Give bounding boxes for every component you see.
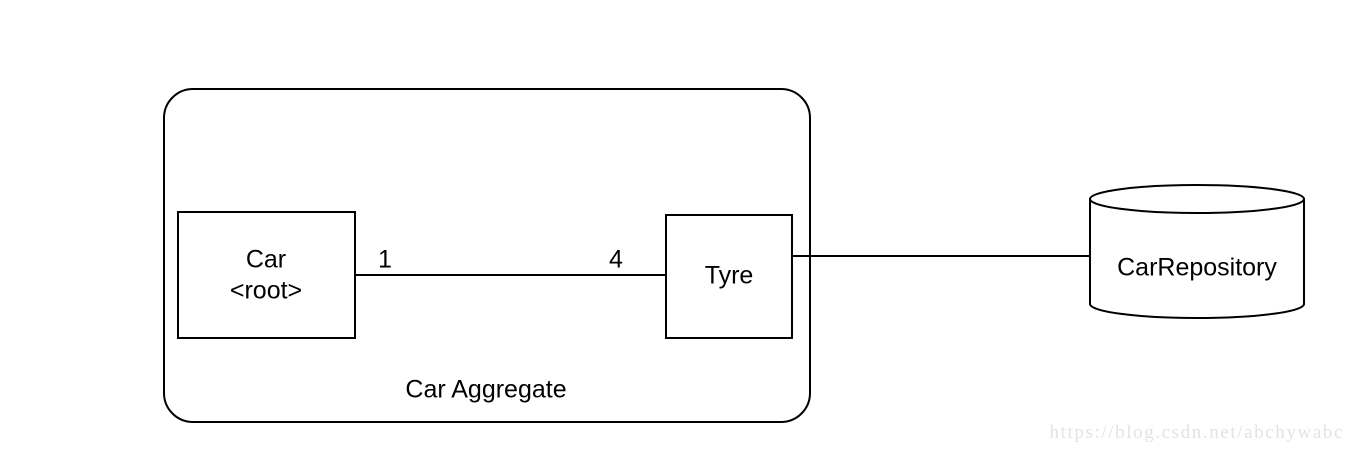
multiplicity-target-label: 4: [609, 246, 623, 274]
car-repository-cylinder[interactable]: [1089, 184, 1305, 319]
watermark: https://blog.csdn.net/abchywabc: [1049, 422, 1344, 443]
cylinder-top-ellipse: [1089, 184, 1305, 214]
car-repository-label: CarRepository: [1117, 254, 1277, 282]
tyre-node-box[interactable]: [665, 214, 793, 339]
car-node-label-line2: <root>: [230, 277, 302, 305]
tyre-node-label: Tyre: [705, 262, 754, 290]
car-node-label-line1: Car: [246, 246, 286, 274]
multiplicity-source-label: 1: [378, 246, 392, 274]
car-node-box[interactable]: [177, 211, 356, 339]
car-aggregate-label: Car Aggregate: [405, 376, 566, 404]
cylinder-body: [1089, 198, 1305, 319]
